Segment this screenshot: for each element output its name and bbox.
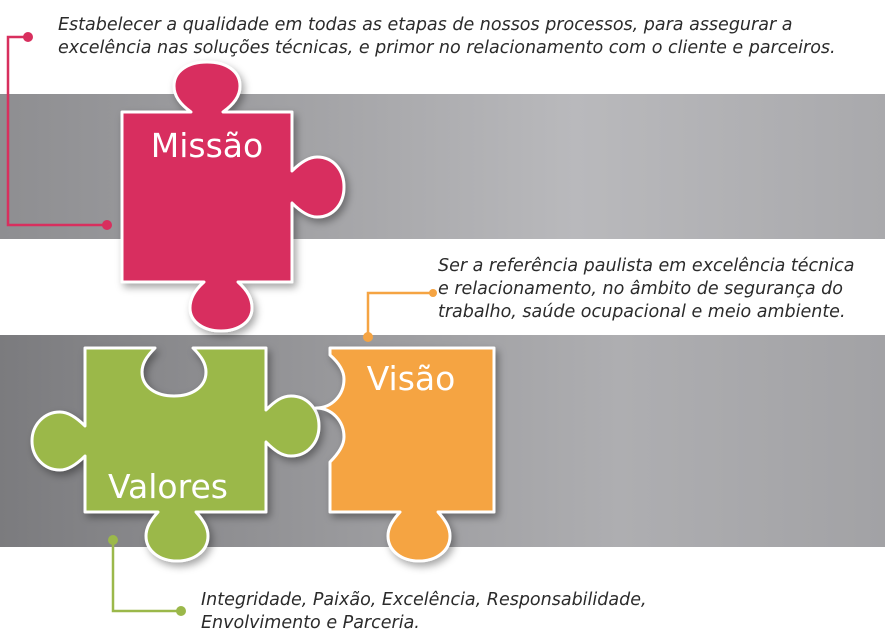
visao-description-line: e relacionamento, no âmbito de segurança… xyxy=(438,279,843,299)
missao-description-line: Estabelecer a qualidade em todas as etap… xyxy=(58,15,793,35)
visao-connector xyxy=(363,289,437,342)
visao-label: Visão xyxy=(367,359,456,398)
visao-puzzle-piece: Visão xyxy=(314,346,496,563)
missao-description-line: excelência nas soluções técnicas, e prim… xyxy=(58,38,836,58)
valores-connector xyxy=(108,535,186,616)
valores-description: Integridade, Paixão, Excelência, Respons… xyxy=(201,589,721,635)
visao-description-line: trabalho, saúde ocupacional e meio ambie… xyxy=(438,302,846,322)
missao-puzzle-piece: Missão xyxy=(120,60,346,333)
visao-description-line: Ser a referência paulista em excelência … xyxy=(438,256,855,276)
missao-connector xyxy=(6,32,112,230)
visao-description: Ser a referência paulista em excelência … xyxy=(438,255,883,324)
valores-description-line: Integridade, Paixão, Excelência, Respons… xyxy=(201,590,647,610)
missao-description: Estabelecer a qualidade em todas as etap… xyxy=(58,14,883,60)
valores-puzzle-piece: Valores xyxy=(30,346,321,563)
valores-description-line: Envolvimento e Parceria. xyxy=(201,613,420,633)
valores-label: Valores xyxy=(108,467,228,506)
missao-label: Missão xyxy=(151,126,263,165)
